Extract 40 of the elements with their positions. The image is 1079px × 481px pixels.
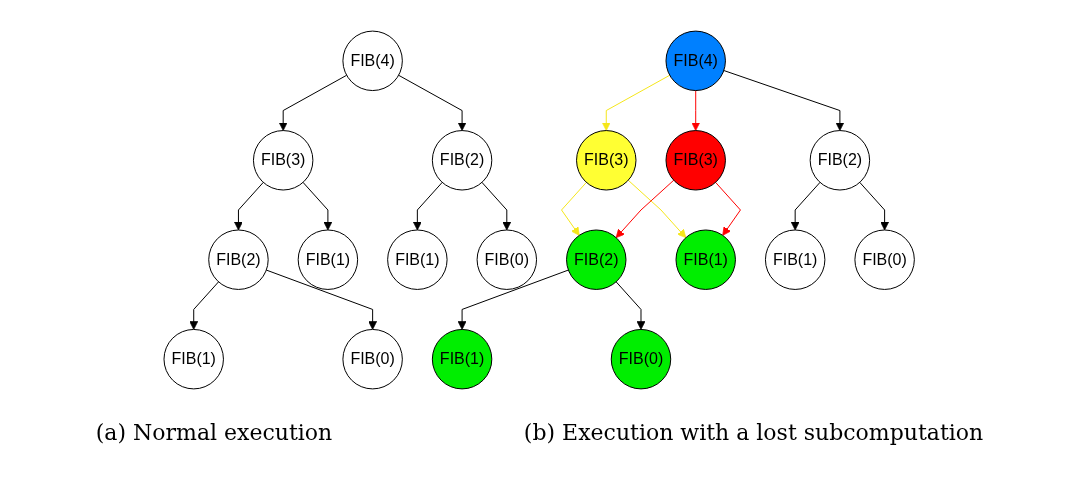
arrow [602,74,671,131]
arrow [413,181,444,231]
arrow [616,179,675,238]
node-circle: FIB(1) [432,328,493,390]
node-circle: FIB(0) [854,229,916,290]
node-circle: FIB(2) [566,229,627,290]
node-circle: FIB(0) [476,229,538,290]
arrow [266,269,378,330]
node-circle: FIB(3) [253,130,314,191]
node-circle: FIB(4) [342,30,404,92]
node-circle: FIB(4) [665,30,727,92]
node-circle: FIB(1) [675,229,737,290]
node-circle: FIB(1) [298,229,359,290]
arrow [234,181,265,231]
node-circle: FIB(1) [387,229,448,290]
arrow [561,181,588,236]
arrow [791,181,821,231]
node-circle: FIB(3) [576,130,637,191]
panel-caption: (a) Normal execution [95,420,333,445]
arrow [398,74,467,131]
arrow [189,281,220,330]
node-circle: FIB(0) [611,328,672,390]
arrow [859,181,890,231]
arrow [691,90,701,131]
arrow [628,179,687,238]
arrow [279,74,348,131]
node-circle: FIB(2) [810,130,871,191]
node-circle: FIB(2) [432,130,493,191]
arrow [723,70,845,131]
node-circle: FIB(1) [163,328,225,390]
arrow [302,181,333,231]
panel-caption: (b) Execution with a lost subcomputation [523,420,984,445]
node-circle: FIB(0) [342,328,404,390]
arrow [481,181,512,231]
node-circle: FIB(2) [208,229,269,290]
arrow [615,281,646,330]
node-circle: FIB(1) [765,229,826,290]
node-circle: FIB(3) [665,130,727,191]
arrow [458,269,570,330]
arrow [715,181,742,236]
